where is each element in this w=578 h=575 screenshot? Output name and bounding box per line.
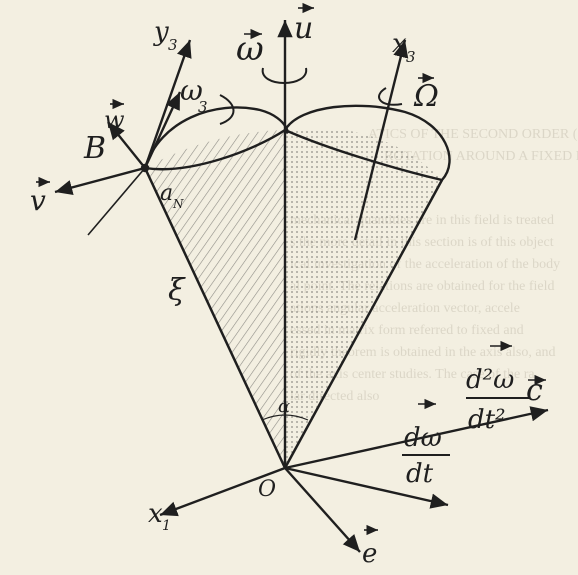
vector-overbars xyxy=(36,2,546,536)
label-v: v xyxy=(30,184,46,217)
label-x3: x xyxy=(392,29,407,59)
e-arrow xyxy=(284,467,361,553)
label-a-n: a xyxy=(160,181,173,206)
omega3-arrow xyxy=(143,91,182,169)
bg-line-1: ATICS OF THE SECOND ORDER (CASE) IN xyxy=(368,127,578,142)
vectors xyxy=(54,20,549,553)
label-y3: y xyxy=(153,17,169,47)
cone-right-generator xyxy=(283,179,444,469)
label-a-n-sub: N xyxy=(172,197,184,211)
omega3-rotation-curl xyxy=(219,94,235,125)
label-omega3-sub: 3 xyxy=(198,98,208,116)
fraction-bars xyxy=(402,397,530,456)
cone-left-generator xyxy=(143,167,287,469)
bg-line-2: ROTATION AROUND A FIXED POINT xyxy=(384,149,578,164)
label-e: e xyxy=(362,539,377,569)
labels: y 3 ω u x 3 ω 3 Ω w B v a N ξ α O c x 1 … xyxy=(30,11,543,569)
label-omega: ω xyxy=(236,29,264,69)
d2w-arrow xyxy=(284,466,449,509)
label-xi: ξ xyxy=(168,273,186,308)
point-B-marker xyxy=(140,163,150,173)
B-guide-line xyxy=(87,167,146,236)
c-arrow xyxy=(284,406,549,470)
label-w: w xyxy=(104,106,125,134)
label-O: O xyxy=(258,477,276,502)
label-omega3: ω xyxy=(180,74,203,107)
cone-right-shading xyxy=(285,128,442,468)
label-x1-sub: 1 xyxy=(162,518,171,534)
omega-rotation-curl xyxy=(261,67,308,84)
label-x3-sub: 3 xyxy=(406,48,416,66)
label-u: u xyxy=(294,11,313,46)
label-x1: x xyxy=(148,499,163,529)
label-dw-num: dω xyxy=(404,423,442,453)
bg-line-10: of the axis center studies. The case of … xyxy=(290,367,535,382)
x1-axis-arrow xyxy=(159,466,286,517)
cone-right-base xyxy=(283,104,451,182)
label-d2w-den: dt² xyxy=(468,405,506,435)
label-alpha: α xyxy=(278,396,290,417)
label-Omega: Ω xyxy=(413,79,439,114)
bg-line-9: rigidly theorem is obtained in the axis … xyxy=(290,345,556,360)
label-B: B xyxy=(83,131,106,166)
label-c: c xyxy=(526,373,543,408)
Omega-rotation-curl xyxy=(378,87,403,106)
v-arrow xyxy=(54,166,146,195)
cone-left-shading xyxy=(145,130,285,468)
label-y3-sub: 3 xyxy=(168,36,178,54)
label-dw-den: dt xyxy=(406,459,434,489)
w-arrow xyxy=(107,121,146,169)
label-d2w-num: d²ω xyxy=(466,365,514,395)
x3-axis-arrow xyxy=(353,39,409,241)
